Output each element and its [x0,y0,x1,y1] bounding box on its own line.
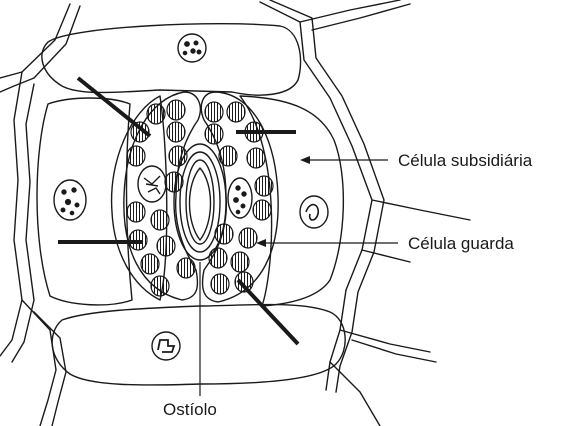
bottom-epidermal-cell [52,305,345,385]
label-ostiole: Ostíolo [163,400,217,420]
nucleus-right-guard-cell [228,178,252,218]
nuclei [54,34,328,360]
label-guard-cell: Célula guarda [408,234,514,254]
nucleus-bottom-cell [152,332,180,360]
nucleus-left-cell [54,180,86,220]
nucleus-right-cell [300,196,328,228]
left-epidermal-cell [37,98,132,305]
label-subsidiary-cell: Célula subsidiária [398,151,532,171]
top-epidermal-cell [42,24,301,95]
nucleus-top-cell [178,34,206,62]
nucleus-left-guard-cell [138,166,166,202]
